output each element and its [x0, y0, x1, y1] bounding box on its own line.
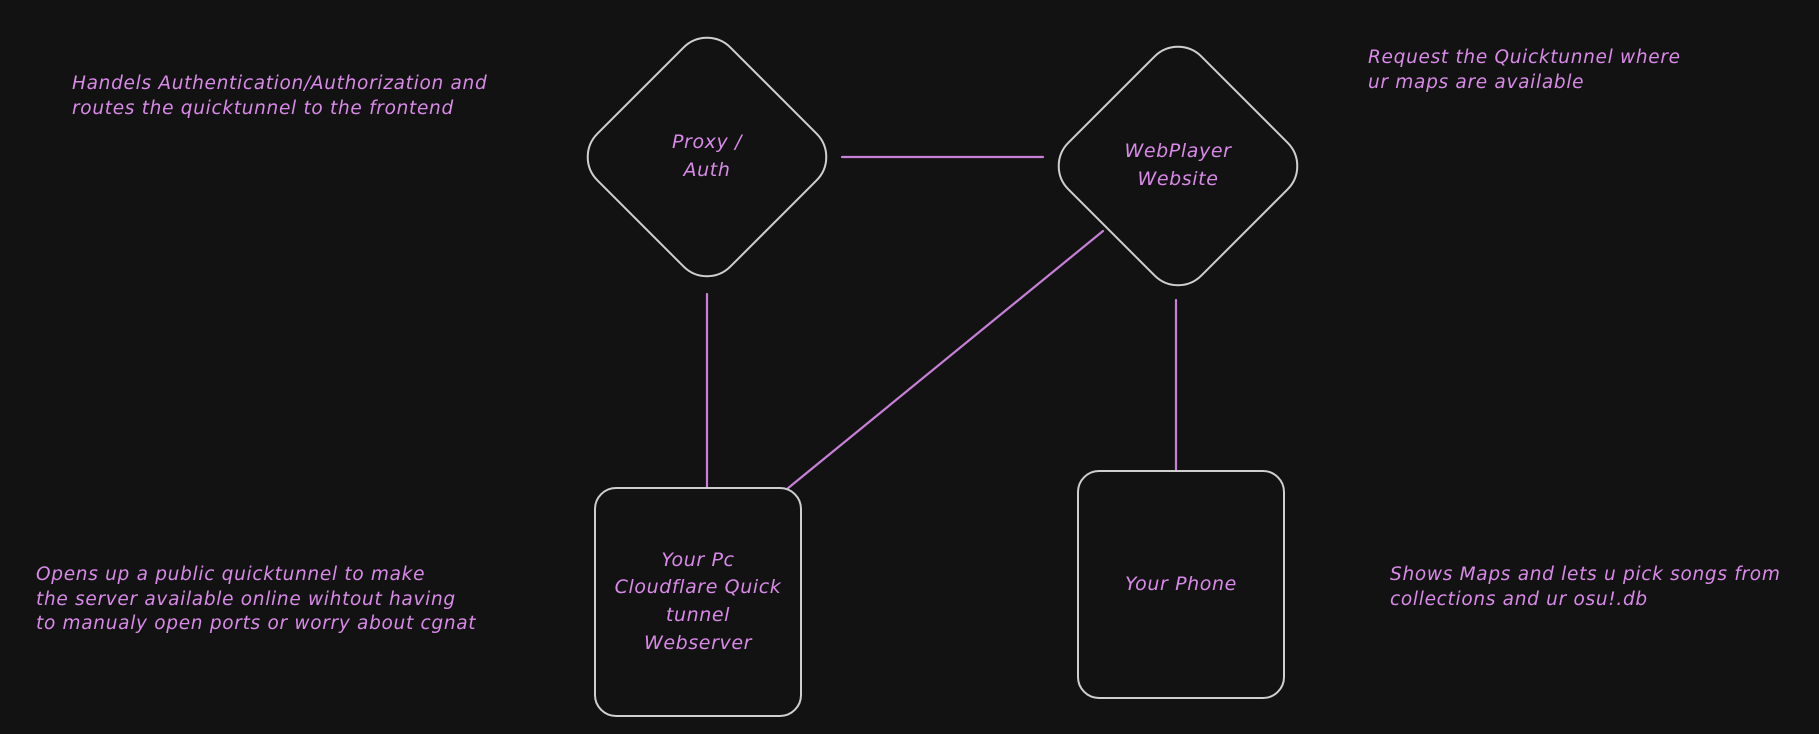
annotation-proxy-auth-note: Handels Authentication/Authorization and…	[72, 73, 488, 119]
node-proxy-auth[interactable]	[572, 22, 842, 292]
node-webplayer-website[interactable]	[1043, 31, 1313, 301]
node-your-phone[interactable]	[1077, 470, 1285, 699]
node-your-pc[interactable]	[594, 487, 802, 717]
annotation-your-pc-note: Opens up a public quicktunnel to make th…	[36, 564, 477, 635]
annotation-your-phone-note: Shows Maps and lets u pick songs from co…	[1390, 564, 1781, 610]
annotation-webplayer-note: Request the Quicktunnel where ur maps ar…	[1368, 47, 1681, 93]
edge-webplayer-to-your-pc	[785, 229, 1105, 491]
